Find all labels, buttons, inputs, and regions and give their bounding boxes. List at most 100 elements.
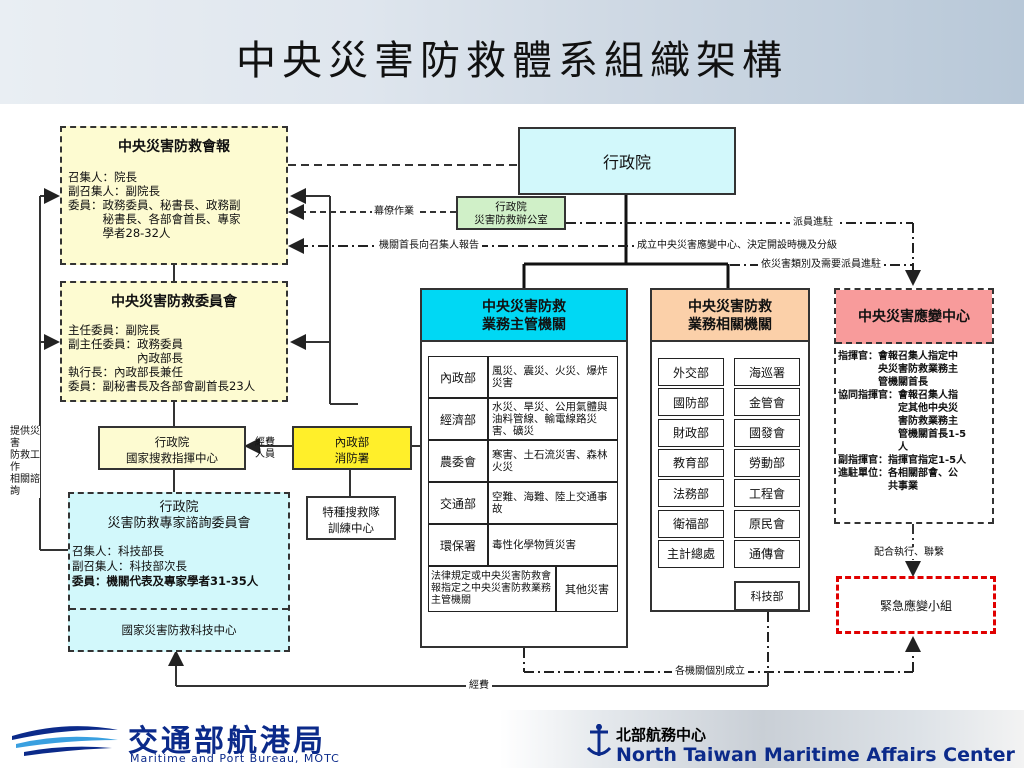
council-lines: 召集人：院長 副召集人：副院長 委員：政務委員、秘書長、政務副 秘書長、各部會首… — [68, 170, 280, 240]
related-agency-cell: 海巡署 — [734, 358, 800, 386]
related-agency-cell: 教育部 — [658, 448, 724, 477]
emergency-title: 中央災害應變中心 — [858, 309, 970, 325]
fire-agency-line2: 消防署 — [334, 451, 370, 465]
advisory-line: 委員：機關代表及專家學者31-35人 — [72, 574, 259, 588]
report-label: 機關首長向召集人報告 — [376, 240, 482, 252]
emergency-header: 中央災害應變中心 — [836, 290, 992, 344]
council-line: 委員：政務委員、秘書長、政務副 — [68, 198, 241, 212]
competent-agency-cell: 內政部 — [428, 356, 488, 398]
rescue-center-line2: 國家搜救指揮中心 — [126, 451, 218, 465]
fire-agency-box: 內政部 消防署 — [292, 426, 412, 470]
disaster-office-line2: 災害防救辦公室 — [474, 214, 548, 226]
committee-title: 中央災害防救委員會 — [111, 294, 237, 310]
competent-legal-cell: 法律規定或中央災害防救會報指定之中央災害防救業務主管機關 — [428, 566, 556, 612]
council-line: 學者28-32人 — [68, 226, 171, 240]
competent-agency-cell: 環保署 — [428, 524, 488, 566]
emergency-team-box: 緊急應變小組 — [836, 576, 996, 634]
competent-agency-cell: 農委會 — [428, 440, 488, 482]
competent-title2: 業務主管機關 — [482, 317, 566, 333]
establish-label: 成立中央災害應變中心、決定開設時機及分級 — [634, 240, 840, 252]
related-agency-cell: 外交部 — [658, 358, 724, 386]
provide-label-line: 提供災害 — [10, 426, 40, 449]
council-line: 副召集人：副院長 — [68, 184, 160, 198]
provide-label-line: 相關諮詢 — [10, 474, 40, 497]
maritime-center-emblem-icon — [586, 724, 612, 756]
related-agency-cell: 衛福部 — [658, 509, 724, 538]
each-agency-label: 各機關個別成立 — [672, 666, 748, 678]
executive-yuan-box: 行政院 — [518, 127, 736, 195]
funding-label-line: 人員 — [255, 449, 275, 460]
emergency-line: 管機關首長1-5 — [838, 429, 967, 440]
mpb-name-cn: 交通部航港局 — [128, 724, 326, 759]
competent-agency-cell: 經濟部 — [428, 398, 488, 440]
emergency-line: 管機關首長 — [838, 377, 928, 388]
committee-line: 委員：副秘書長及各部會副首長23人 — [68, 379, 256, 393]
competent-disaster-cell: 毒性化學物質災害 — [488, 524, 618, 566]
competent-disaster-cell: 水災、旱災、公用氣體與油料管線、輸電線路災害、礦災 — [488, 398, 618, 440]
mpb-logo-icon — [12, 726, 118, 756]
committee-line: 執行長：內政部長兼任 — [68, 365, 183, 379]
related-agency-cell: 法務部 — [658, 479, 724, 508]
dispatch-label: 派員進駐 — [790, 217, 836, 229]
emergency-line: 進駐單位：各相關部會、公 — [838, 468, 958, 479]
competent-disaster-cell: 寒害、土石流災害、森林火災 — [488, 440, 618, 482]
related-agency-cell: 國發會 — [734, 418, 800, 447]
committee-box: 中央災害防救委員會 主任委員：副院長 副主任委員：政務委員 內政部長 執行長：內… — [60, 281, 288, 402]
emergency-line: 害防救業務主 — [838, 416, 958, 427]
funding-staff-label: 經費 人員 — [252, 437, 278, 461]
advisory-line: 召集人：科技部長 — [72, 544, 164, 558]
special-team-line2: 訓練中心 — [328, 521, 374, 535]
related-agency-cell: 財政部 — [658, 418, 724, 447]
competent-agency-cell: 交通部 — [428, 482, 488, 524]
advisory-footer-text: 國家災害防救科技中心 — [121, 623, 237, 637]
advisory-title2: 災害防救專家諮詢委員會 — [107, 516, 251, 531]
special-team-box: 特種搜救隊 訓練中心 — [306, 496, 396, 540]
committee-line: 內政部長 — [68, 351, 183, 365]
emergency-center-box: 中央災害應變中心 指揮官：會報召集人指定中 央災害防救業務主 管機關首長 協同指… — [834, 288, 994, 524]
advisory-line: 副召集人：科技部次長 — [72, 559, 187, 573]
staff-label: 幕僚作業 — [372, 206, 416, 218]
related-extra-cell: 科技部 — [734, 581, 800, 611]
council-line: 召集人：院長 — [68, 170, 137, 184]
emergency-line: 副指揮官：指揮官指定1-5人 — [838, 455, 967, 466]
related-agency-cell: 工程會 — [734, 479, 800, 508]
footer: 交通部航港局 Maritime and Port Bureau, MOTC 北部… — [0, 710, 1024, 768]
mpb-name-en: Maritime and Port Bureau, MOTC — [130, 752, 340, 765]
competent-other-cell: 其他災害 — [556, 566, 618, 612]
committee-line: 副主任委員：政務委員 — [68, 337, 183, 351]
emergency-line: 指揮官：會報召集人指定中 — [838, 351, 958, 362]
page-title: 中央災害防救體系組織架構 — [236, 38, 788, 84]
council-line: 秘書長、各部會首長、專家 — [68, 212, 241, 226]
related-agency-cell: 通傳會 — [734, 539, 800, 568]
emergency-line: 定其他中央災 — [838, 403, 958, 414]
emergency-line: 協同指揮官：會報召集人指 — [838, 390, 958, 401]
committee-lines: 主任委員：副院長 副主任委員：政務委員 內政部長 執行長：內政部長兼任 委員：副… — [68, 323, 280, 393]
disaster-office-line1: 行政院 — [495, 201, 527, 213]
related-agency-cell: 原民會 — [734, 509, 800, 538]
provide-label: 提供災害 防救工作 相關諮詢 — [10, 426, 40, 498]
competent-header: 中央災害防救 業務主管機關 — [422, 290, 626, 342]
funding-bottom-label: 經費 — [466, 680, 492, 692]
center-name-cn: 北部航務中心 — [616, 726, 707, 744]
center-name-en: North Taiwan Maritime Affairs Center — [616, 744, 1015, 766]
related-title2: 業務相關機關 — [688, 317, 772, 333]
dispatch2-label: 依災害類別及需要派員進駐 — [758, 259, 884, 271]
emergency-line: 央災害防救業務主 — [838, 364, 958, 375]
special-team-line1: 特種搜救隊 — [322, 505, 380, 519]
executive-yuan-label: 行政院 — [602, 153, 651, 172]
related-agency-cell: 主計總處 — [658, 539, 724, 568]
header-banner: 中央災害防救體系組織架構 — [0, 0, 1024, 104]
advisory-title1: 行政院 — [159, 500, 199, 515]
fire-agency-line1: 內政部 — [334, 435, 370, 449]
rescue-center-line1: 行政院 — [154, 435, 190, 449]
related-agency-cell: 勞動部 — [734, 448, 800, 477]
footer-photo — [500, 710, 1024, 768]
competent-disaster-cell: 風災、震災、火災、爆炸災害 — [488, 356, 618, 398]
emergency-team-label: 緊急應變小組 — [879, 598, 952, 613]
funding-label-line: 經費 — [255, 437, 275, 448]
emergency-line: 人 — [838, 442, 908, 453]
related-agency-cell: 國防部 — [658, 388, 724, 417]
disaster-office-box: 行政院 災害防救辦公室 — [456, 196, 566, 230]
competent-disaster-cell: 空難、海難、陸上交通事故 — [488, 482, 618, 524]
competent-title1: 中央災害防救 — [482, 299, 566, 315]
